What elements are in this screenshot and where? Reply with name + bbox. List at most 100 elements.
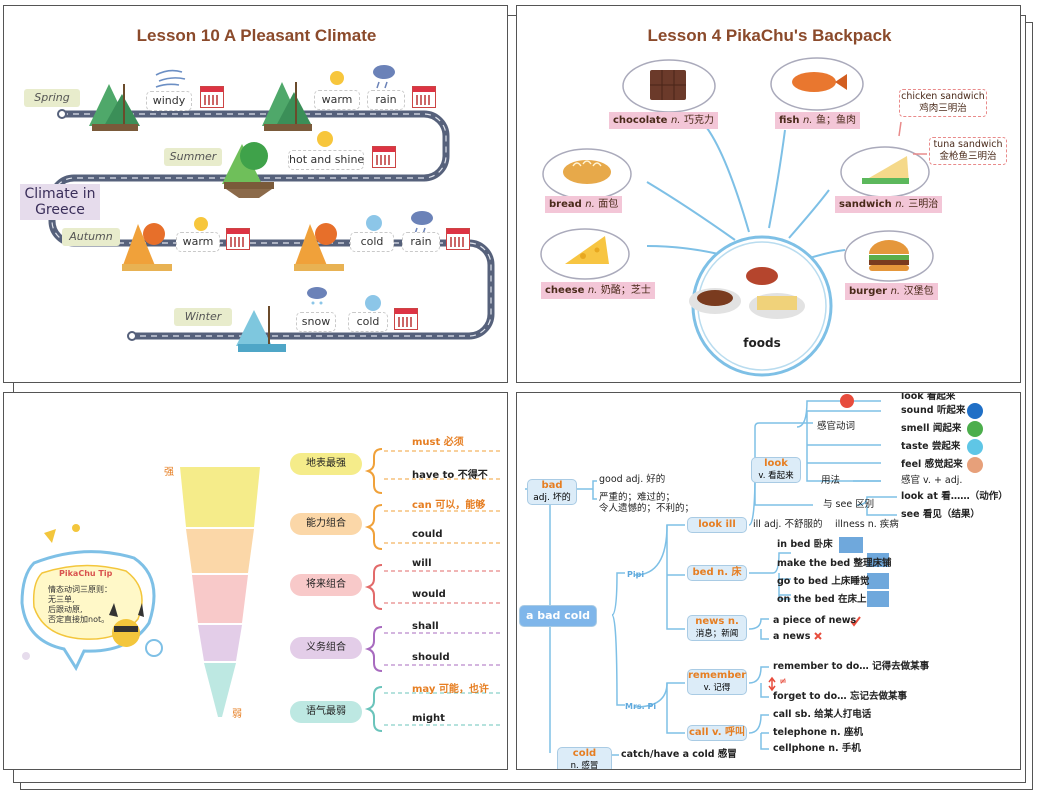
node-look-ill: look ill <box>687 517 747 533</box>
extra-chicken-sandwich: chicken sandwich 鸡肉三明治 <box>899 89 987 117</box>
extra-tuna-sandwich: tuna sandwich 金枪鱼三明治 <box>929 137 1007 165</box>
modal-word: might <box>412 713 445 724</box>
rain-cloud-icon-autumn <box>411 211 433 235</box>
bed-icons <box>839 537 889 607</box>
tip-line: 无三单, <box>48 595 75 604</box>
mindmap-root: a bad cold <box>519 605 597 627</box>
node-word: look <box>764 458 788 469</box>
panel-climate: Lesson 10 A Pleasant Climate <box>3 5 508 383</box>
tip-line: 情态动词三原则： <box>48 585 112 594</box>
node-news: news n. 消息；新闻 <box>687 615 747 641</box>
weather-cold: cold <box>350 232 394 252</box>
summer-island <box>222 142 274 198</box>
bread-icon <box>563 160 611 184</box>
extra-en: tuna sandwich <box>933 139 1003 150</box>
modal-word: must 必须 <box>412 437 464 448</box>
extra-cn: 鸡肉三明治 <box>919 103 967 114</box>
usage-item: 感官 v. + adj. <box>901 475 963 486</box>
cold-item: catch/have a cold 感冒 <box>621 749 737 760</box>
spring-island-1 <box>89 84 140 131</box>
bed-item: make the bed 整理床铺 <box>777 558 892 569</box>
modal-word: may 可能，也许 <box>412 684 489 695</box>
sun-icon-autumn <box>194 217 208 231</box>
modal-word: can 可以，能够 <box>412 500 486 511</box>
neq-sign: ≠ <box>779 676 787 687</box>
sense-item: look 看起来 <box>901 392 956 402</box>
climate-road <box>48 65 495 352</box>
ear-icon <box>967 403 983 419</box>
node-diff: 与 see 区别 <box>823 499 875 510</box>
eye-icon <box>840 394 854 408</box>
calendar-icon <box>372 146 396 168</box>
node-call: call v. 呼叫 <box>687 725 747 741</box>
burger-icon <box>869 240 909 271</box>
modal-category: 语气最弱 <box>290 701 362 723</box>
modal-category: 义务组合 <box>290 637 362 659</box>
modal-category: 地表最强 <box>290 453 362 475</box>
tip-line: 否定直接加not。 <box>48 615 110 624</box>
news-item: a news <box>773 631 811 642</box>
chocolate-icon <box>650 70 686 100</box>
tip-title: PikaChu Tip <box>59 569 113 578</box>
climate-center-label: Climate in Greece <box>20 184 100 220</box>
node-word: look ill <box>698 519 736 530</box>
food-label-sandwich: sandwich n. 三明治 <box>835 196 943 213</box>
calendar-icon <box>394 308 418 330</box>
calendar-icon <box>200 86 224 108</box>
weather-snow: snow <box>296 312 336 332</box>
snow-cloud-icon <box>307 287 327 305</box>
node-def: 消息；新闻 <box>695 629 739 639</box>
weather-warm: warm <box>314 90 360 110</box>
food-label-cheese: cheese n. 奶酪；芝士 <box>541 282 655 299</box>
node-def: adj. 坏的 <box>533 493 571 503</box>
bad-item: good adj. 好的 <box>599 474 666 485</box>
food-label-chocolate: chocolate n. 巧克力 <box>609 112 718 129</box>
nose-icon <box>967 421 983 437</box>
node-bed: bed n. 床 <box>687 565 747 581</box>
season-spring: Spring <box>24 89 80 107</box>
diff-item: look at 看……（动作） <box>901 491 1008 502</box>
bad-item: 令人遗憾的；不利的； <box>599 503 695 514</box>
node-remember: remember v. 记得 <box>687 669 747 695</box>
weather-hot-and-shine: hot and shine <box>288 150 364 170</box>
weak-label: 弱 <box>232 709 242 720</box>
panel-modals: PikaChu Tip 情态动词三原则： 无三单, 后跟动原, 否定直接加not… <box>3 392 508 770</box>
weather-warm-autumn: warm <box>176 232 220 252</box>
node-def: v. 记得 <box>703 683 731 693</box>
call-item: call sb. 给某人打电话 <box>773 709 872 720</box>
sense-item: smell 闻起来 <box>901 423 962 434</box>
bad-item: 严重的；难过的； <box>599 492 676 503</box>
panel-title: Lesson 4 PikaChu's Backpack <box>647 26 892 45</box>
bed-item: go to bed 上床睡觉 <box>777 576 870 587</box>
spring-island-2 <box>262 82 312 131</box>
sense-item: taste 尝起来 <box>901 441 961 452</box>
autumn-island-1 <box>122 223 172 271</box>
weather-rain: rain <box>367 90 405 110</box>
fish-icon <box>792 72 847 92</box>
weather-windy: windy <box>146 91 192 111</box>
remember-item: remember to do… 记得去做某事 <box>773 661 930 672</box>
hand-icon <box>967 457 983 473</box>
tip-line: 后跟动原, <box>48 605 83 614</box>
panel-title: Lesson 10 A Pleasant Climate <box>136 26 377 45</box>
bed-item: on the bed 在床上 <box>777 594 867 605</box>
bed-item: in bed 卧床 <box>777 539 833 550</box>
calendar-icon <box>226 228 250 250</box>
panel-mindmap: a bad cold bad adj. 坏的 good adj. 好的 严重的；… <box>516 392 1021 770</box>
modal-word: shall <box>412 621 439 632</box>
calendar-icon <box>412 86 436 108</box>
wind-icon <box>155 69 186 88</box>
node-word: news n. <box>695 616 739 627</box>
illness-item: illness n. 疾病 <box>835 519 899 530</box>
modal-word: could <box>412 529 443 540</box>
sense-item: sound 听起来 <box>901 405 966 416</box>
food-plate-icon <box>689 267 805 319</box>
sense-item: feel 感觉起来 <box>901 459 963 470</box>
snowflake-icon <box>366 215 382 231</box>
panel-foods: Lesson 4 PikaChu's Backpack <box>516 5 1021 383</box>
weather-cold-winter: cold <box>348 312 388 332</box>
strong-label: 强 <box>164 467 174 478</box>
node-def: v. 看起来 <box>758 471 794 481</box>
remember-item: forget to do… 忘记去做某事 <box>773 691 907 702</box>
node-look: look v. 看起来 <box>751 457 801 483</box>
